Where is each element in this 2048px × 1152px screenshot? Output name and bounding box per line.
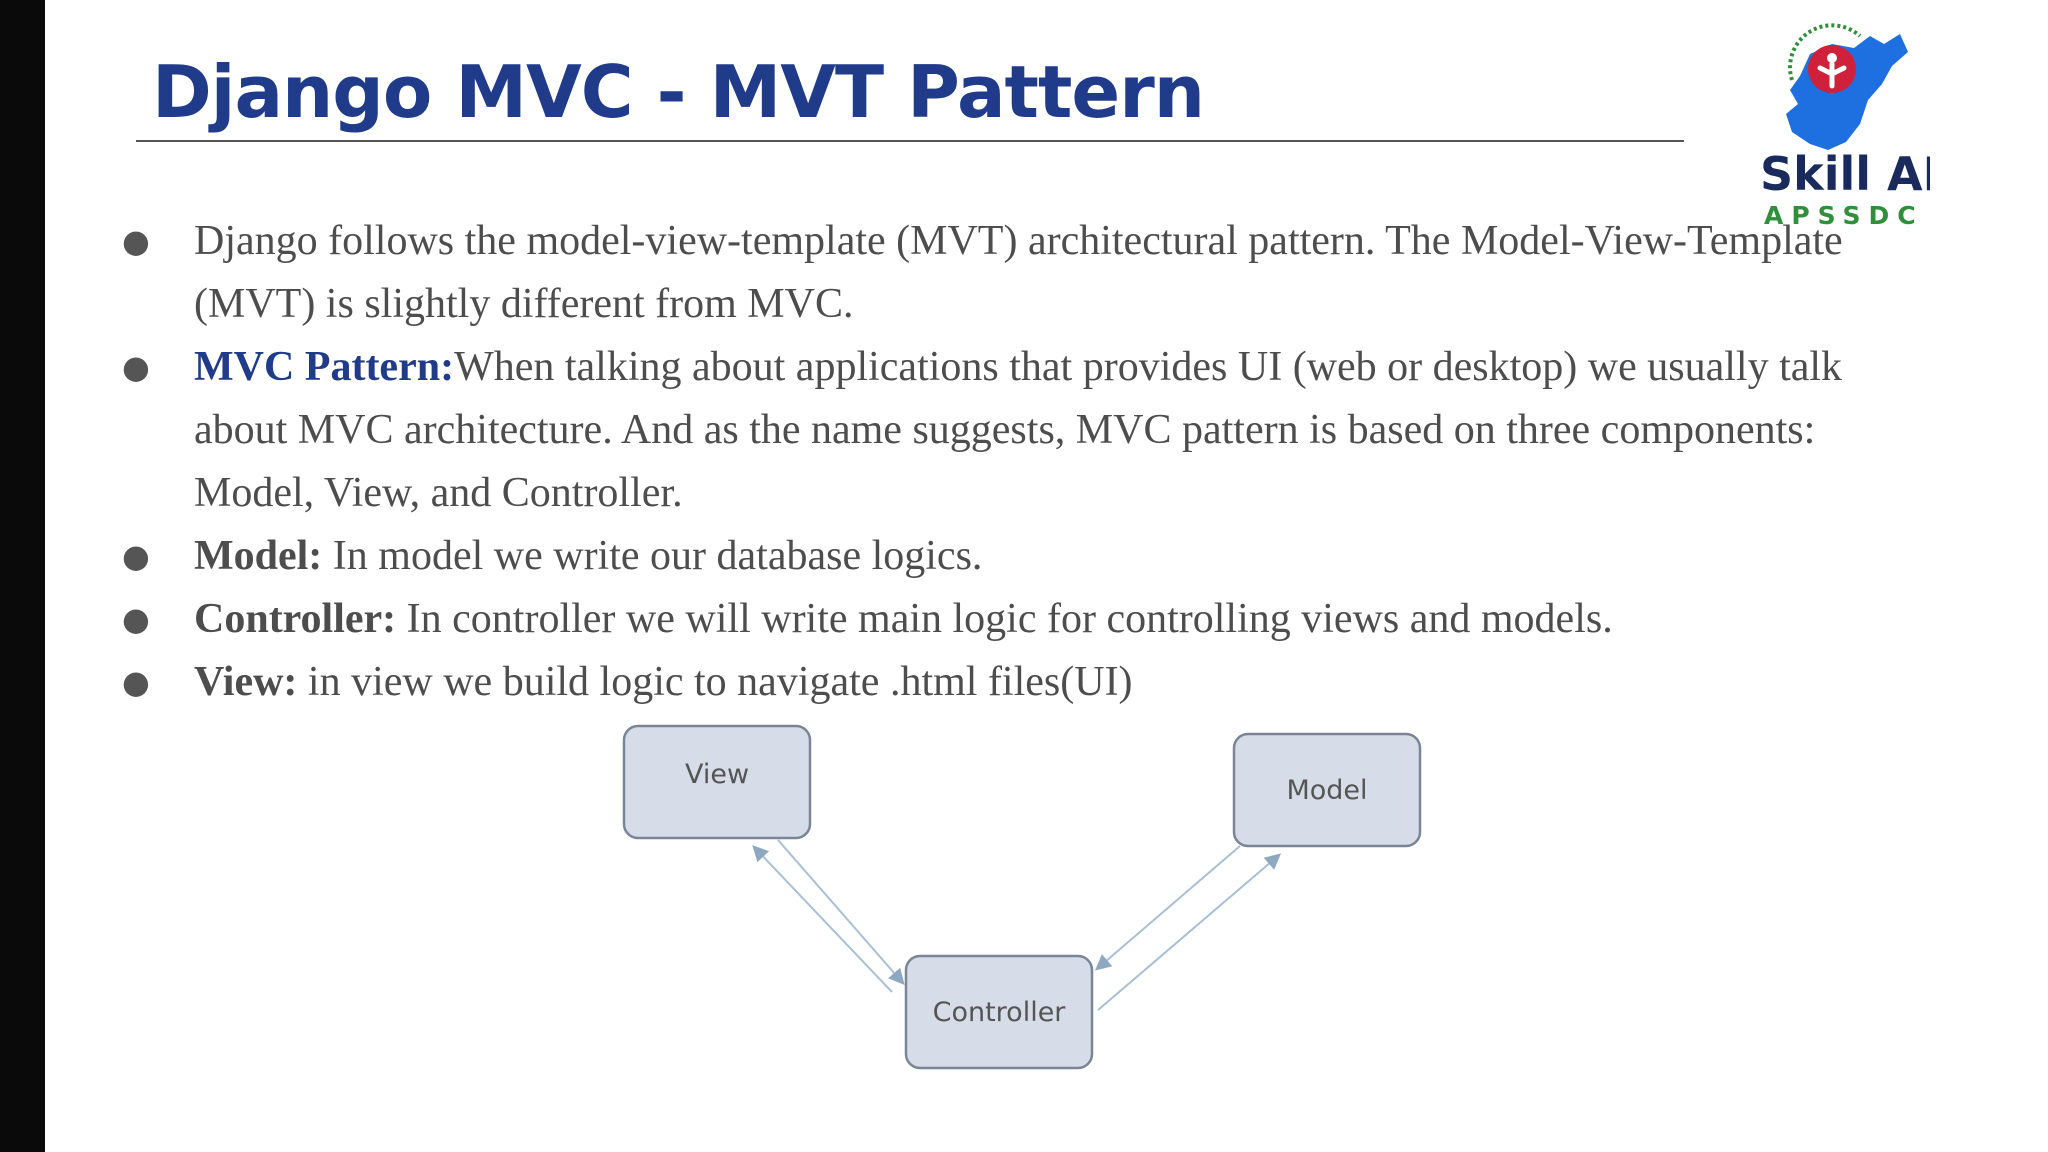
bullet-item: ● View: in view we build logic to naviga… xyxy=(116,651,1916,714)
bullet-item: ● Controller: In controller we will writ… xyxy=(116,588,1916,651)
arrow-controller-to-view xyxy=(752,845,893,993)
bullet-dot: ● xyxy=(122,222,150,260)
bullet-lead: Model: xyxy=(194,533,323,579)
view-box: View xyxy=(622,724,812,840)
bullet-dot: ● xyxy=(122,348,150,386)
bullet-text: In controller we will write main logic f… xyxy=(396,596,1613,642)
bullet-text: in view we build logic to navigate .html… xyxy=(297,659,1133,705)
bullet-lead: MVC Pattern: xyxy=(194,344,455,390)
bullet-dot: ● xyxy=(122,537,150,575)
bullet-text: In model we write our database logics. xyxy=(322,533,983,579)
bullet-text: Django follows the model-view-template (… xyxy=(194,218,1843,327)
left-edge-bar xyxy=(0,0,45,1152)
arrow-view-to-controller xyxy=(777,839,905,986)
mvc-diagram: View Model Controller xyxy=(622,724,1422,1070)
view-box-label: View xyxy=(685,759,749,790)
logo-brand-text: Skill AP xyxy=(1760,147,1930,201)
bullet-item: ● Django follows the model-view-template… xyxy=(116,210,1916,336)
bullet-item: ● Model: In model we write our database … xyxy=(116,525,1916,588)
logo-sub-text: APSSDC xyxy=(1764,201,1924,230)
skill-ap-logo: Skill AP APSSDC xyxy=(1760,23,1930,230)
arrow-controller-to-model xyxy=(1097,853,1282,1011)
controller-box: Controller xyxy=(904,954,1094,1070)
slide-title: Django MVC - MVT Pattern xyxy=(152,50,1205,134)
bullet-lead: Controller: xyxy=(194,596,397,642)
bullet-dot: ● xyxy=(122,600,150,638)
bullet-list: ● Django follows the model-view-template… xyxy=(116,210,1916,714)
arrow-model-to-controller xyxy=(1094,845,1241,971)
controller-box-label: Controller xyxy=(933,997,1067,1028)
model-box-label: Model xyxy=(1286,775,1367,806)
bullet-dot: ● xyxy=(122,663,150,701)
bullet-text: When talking about applications that pro… xyxy=(194,344,1843,516)
bullet-lead: View: xyxy=(194,659,298,705)
bullet-item: ● MVC Pattern:When talking about applica… xyxy=(116,336,1916,525)
title-underline xyxy=(136,140,1684,142)
model-box: Model xyxy=(1232,732,1422,848)
